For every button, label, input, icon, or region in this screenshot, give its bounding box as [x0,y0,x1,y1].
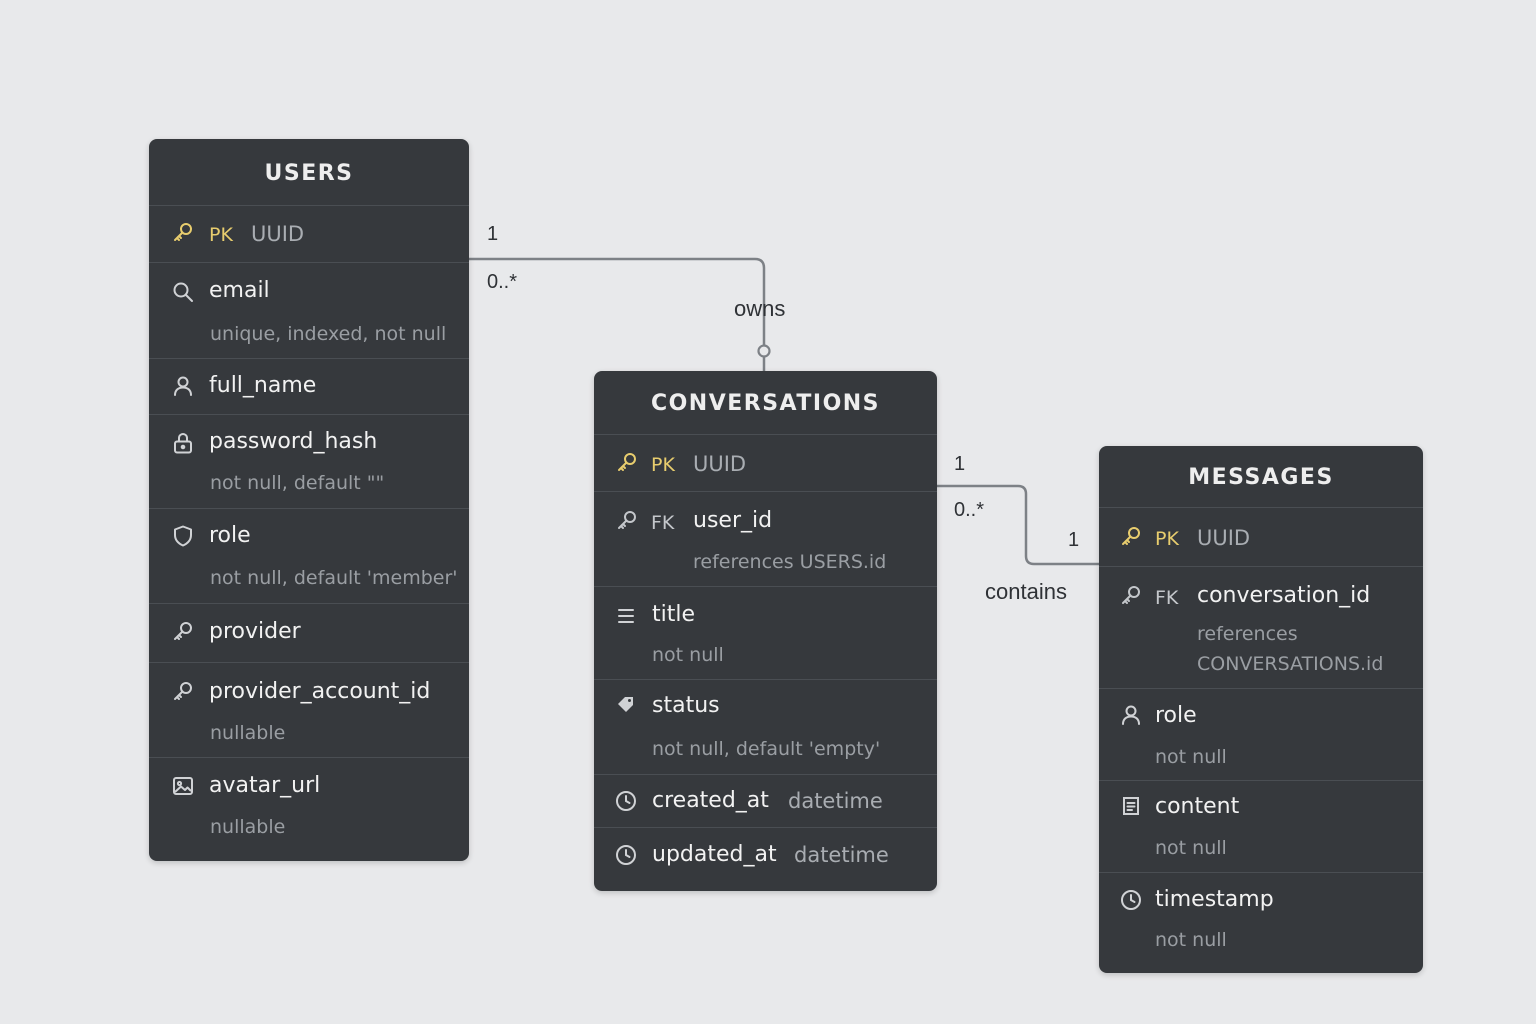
conversations-updated-at-name: updated_at [652,842,777,867]
messages-field-role[interactable]: role not null [1099,689,1423,781]
users-field-password-hash[interactable]: password_hash not null, default "" [149,415,469,509]
users-email-name: email [209,278,270,303]
conversations-created-at-name: created_at [652,788,769,813]
messages-timestamp-meta: not null [1155,929,1227,951]
document-icon [1119,794,1143,818]
messages-fk-meta-line1: references [1197,623,1298,645]
conversations-pk-tag: PK [651,454,675,476]
conversations-field-updated-at[interactable]: updated_at datetime [594,828,937,886]
owns-optional-marker [757,344,771,358]
clock-icon [614,843,638,867]
owns-label: owns [734,296,786,321]
conversations-title-meta: not null [652,644,724,666]
conversations-pk-row[interactable]: PK UUID [594,435,937,492]
contains-from-cardinality: 1 [954,453,966,475]
users-avatar-url-name: avatar_url [209,773,321,798]
list-icon [614,604,638,628]
image-icon [171,774,195,798]
conversations-title-name: title [652,602,696,627]
conversations-status-name: status [652,693,720,718]
messages-content-meta: not null [1155,837,1227,859]
conversations-fk-meta: references USERS.id [693,551,887,573]
conversations-field-created-at[interactable]: created_at datetime [594,775,937,828]
messages-fk-tag: FK [1155,587,1179,609]
conversations-pk-type: UUID [693,452,747,476]
key-icon [171,620,195,644]
key-icon [615,509,639,533]
users-field-avatar-url[interactable]: avatar_url nullable [149,758,469,861]
users-provider-account-id-name: provider_account_id [209,679,431,704]
key-icon [1119,584,1143,608]
clock-icon [1119,888,1143,912]
users-field-provider-account-id[interactable]: provider_account_id nullable [149,663,469,758]
users-pk-type: UUID [251,222,305,246]
users-field-provider[interactable]: provider [149,604,469,663]
users-field-email[interactable]: email unique, indexed, not null [149,263,469,359]
key-icon [615,451,639,475]
shield-icon [171,524,195,548]
tag-icon [614,693,638,717]
key-icon [171,221,195,245]
users-pk-row[interactable]: PK UUID [149,206,469,263]
messages-pk-type: UUID [1197,526,1251,550]
users-field-full-name[interactable]: full_name [149,359,469,415]
users-password-hash-meta: not null, default "" [210,472,385,494]
clock-icon [614,789,638,813]
messages-fk-name: conversation_id [1197,583,1371,608]
users-provider-account-id-meta: nullable [210,722,286,744]
users-email-meta: unique, indexed, not null [210,323,447,345]
users-role-meta: not null, default 'member' [210,567,458,589]
users-pk-tag: PK [209,224,233,246]
messages-field-timestamp[interactable]: timestamp not null [1099,873,1423,973]
contains-to-cardinality: 0..* [954,499,985,521]
messages-role-meta: not null [1155,746,1227,768]
owns-to-cardinality: 0..* [487,271,518,293]
conversations-updated-at-type: datetime [794,843,889,867]
messages-field-content[interactable]: content not null [1099,781,1423,873]
contains-target-cardinality: 1 [1068,529,1080,551]
messages-role-name: role [1155,703,1197,728]
owns-connector-line [469,257,766,346]
conversations-fk-tag: FK [651,512,675,534]
contains-connector-line [937,484,1099,566]
users-header: USERS [149,139,469,206]
messages-fk-conversation-id[interactable]: FK conversation_id references CONVERSATI… [1099,567,1423,689]
search-icon [171,280,195,304]
conversations-table[interactable]: CONVERSATIONS PK UUID FK user_id referen… [594,371,937,891]
users-field-role[interactable]: role not null, default 'member' [149,509,469,604]
user-icon [1119,703,1143,727]
users-avatar-url-meta: nullable [210,816,286,838]
conversations-field-status[interactable]: status not null, default 'empty' [594,680,937,775]
user-icon [171,374,195,398]
owns-from-cardinality: 1 [487,223,499,245]
conversations-fk-name: user_id [693,508,773,533]
conversations-fk-user-id[interactable]: FK user_id references USERS.id [594,492,937,587]
users-provider-name: provider [209,619,301,644]
conversations-field-title[interactable]: title not null [594,587,937,680]
messages-pk-tag: PK [1155,528,1179,550]
users-table[interactable]: USERS PK UUID email unique, indexed, not… [149,139,469,861]
lock-icon [171,431,195,455]
conversations-created-at-type: datetime [788,789,883,813]
contains-label: contains [985,579,1067,604]
messages-pk-row[interactable]: PK UUID [1099,508,1423,567]
messages-header: MESSAGES [1099,446,1423,508]
messages-table[interactable]: MESSAGES PK UUID FK conversation_id refe… [1099,446,1423,973]
users-password-hash-name: password_hash [209,429,378,454]
users-full-name-name: full_name [209,373,317,398]
messages-fk-meta-line2: CONVERSATIONS.id [1197,653,1384,675]
key-icon [171,680,195,704]
messages-content-name: content [1155,794,1240,819]
conversations-status-meta: not null, default 'empty' [652,738,881,760]
conversations-header: CONVERSATIONS [594,371,937,435]
users-role-name: role [209,523,251,548]
messages-timestamp-name: timestamp [1155,887,1274,912]
key-icon [1119,525,1143,549]
